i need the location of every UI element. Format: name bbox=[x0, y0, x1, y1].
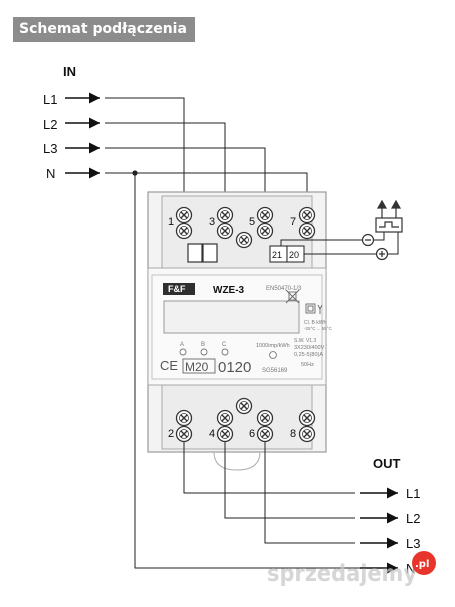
terminal-screw bbox=[235, 397, 253, 415]
terminal-screw bbox=[216, 425, 234, 443]
wire-pulse-minus bbox=[280, 239, 366, 246]
terminal-screw bbox=[256, 409, 274, 427]
phase-label-a: A bbox=[180, 342, 184, 348]
brand-logo: F&F bbox=[163, 283, 195, 295]
terminal-number-2: 2 bbox=[168, 428, 174, 440]
ce-mark: CE bbox=[160, 358, 178, 373]
terminal-screw bbox=[235, 231, 253, 249]
terminal-number-7: 7 bbox=[290, 216, 296, 228]
terminal-screw bbox=[298, 409, 316, 427]
pulse-terminal-block bbox=[269, 245, 305, 263]
pulse-output-icon bbox=[375, 199, 403, 233]
input-label-n: N bbox=[46, 166, 55, 181]
terminal-number-1: 1 bbox=[168, 216, 174, 228]
svg-text:F&F: F&F bbox=[168, 284, 186, 294]
standard-text: EN50470-1/3 bbox=[266, 286, 302, 292]
output-label-l3: L3 bbox=[406, 536, 420, 551]
out-header: OUT bbox=[373, 456, 401, 471]
serial-number: SG56169 bbox=[262, 368, 288, 374]
current-rating: 0,25-5(80)A bbox=[294, 352, 323, 358]
wire-out-l3 bbox=[264, 442, 355, 544]
terminal-screw bbox=[216, 222, 234, 240]
terminal-number-5: 5 bbox=[249, 216, 255, 228]
terminal-screw bbox=[216, 206, 234, 224]
bus-connector bbox=[187, 243, 218, 263]
phase-led bbox=[221, 348, 229, 356]
in-header: IN bbox=[63, 64, 76, 79]
terminal-screw bbox=[175, 222, 193, 240]
terminal-screw bbox=[256, 206, 274, 224]
terminal-screw bbox=[256, 425, 274, 443]
watermark-badge: .pl bbox=[412, 551, 436, 575]
pulse-terminal-20: 20 bbox=[289, 250, 299, 260]
voltage-rating: 3X230/400V bbox=[294, 345, 325, 351]
input-label-l3: L3 bbox=[43, 141, 57, 156]
neutral-junction bbox=[132, 170, 138, 176]
m-mark-box bbox=[182, 358, 216, 374]
input-label-l1: L1 bbox=[43, 92, 57, 107]
notified-body-number: 0120 bbox=[218, 359, 251, 376]
terminal-screw bbox=[175, 409, 193, 427]
wire-in-l2 bbox=[105, 122, 226, 210]
terminal-screw bbox=[216, 409, 234, 427]
phase-led bbox=[200, 348, 208, 356]
wire-in-l3 bbox=[105, 147, 266, 210]
class-text: Cl. B kWh bbox=[304, 320, 326, 326]
output-label-l1: L1 bbox=[406, 486, 420, 501]
phase-led bbox=[179, 348, 187, 356]
phase-label-c: C bbox=[222, 342, 227, 348]
terminal-number-4: 4 bbox=[209, 428, 215, 440]
weee-icon bbox=[285, 289, 300, 304]
svg-text:.pl: .pl bbox=[415, 559, 429, 570]
terminal-screw bbox=[298, 222, 316, 240]
antenna-icon bbox=[317, 304, 323, 314]
terminal-number-8: 8 bbox=[290, 428, 296, 440]
terminal-screw bbox=[175, 206, 193, 224]
pulse-minus-terminal bbox=[361, 233, 375, 247]
terminal-screw bbox=[298, 425, 316, 443]
terminal-number-6: 6 bbox=[249, 428, 255, 440]
input-label-l2: L2 bbox=[43, 117, 57, 132]
display-button-icon bbox=[305, 303, 316, 314]
wire-neutral-bypass bbox=[134, 173, 395, 569]
output-label-l2: L2 bbox=[406, 511, 420, 526]
impulse-led bbox=[269, 351, 277, 359]
frequency-rating: 50Hz bbox=[301, 362, 314, 368]
pulse-terminal-21: 21 bbox=[272, 250, 282, 260]
terminal-screw bbox=[298, 206, 316, 224]
wire-out-l2 bbox=[224, 442, 355, 519]
m-mark: M20 bbox=[185, 360, 209, 374]
wire-out-l1 bbox=[183, 442, 355, 494]
terminal-number-3: 3 bbox=[209, 216, 215, 228]
output-label-n: N bbox=[406, 561, 415, 576]
pulse-plus-terminal bbox=[375, 247, 389, 261]
lcd-display bbox=[163, 300, 300, 334]
model-name: WZE-3 bbox=[213, 285, 245, 296]
terminal-screw bbox=[256, 222, 274, 240]
terminal-screw bbox=[175, 425, 193, 443]
wire-pulse-minus-up bbox=[374, 232, 385, 241]
phase-label-b: B bbox=[201, 342, 205, 348]
temperature-text: -25°C ... 55°C bbox=[304, 326, 333, 331]
watermark-text: sprzedajemy bbox=[267, 561, 417, 587]
title-tag: Schemat podłączenia bbox=[13, 17, 195, 42]
software-version: S.W. V1.3 bbox=[294, 338, 316, 344]
impulse-rate: 1000imp/kWh bbox=[256, 343, 290, 349]
